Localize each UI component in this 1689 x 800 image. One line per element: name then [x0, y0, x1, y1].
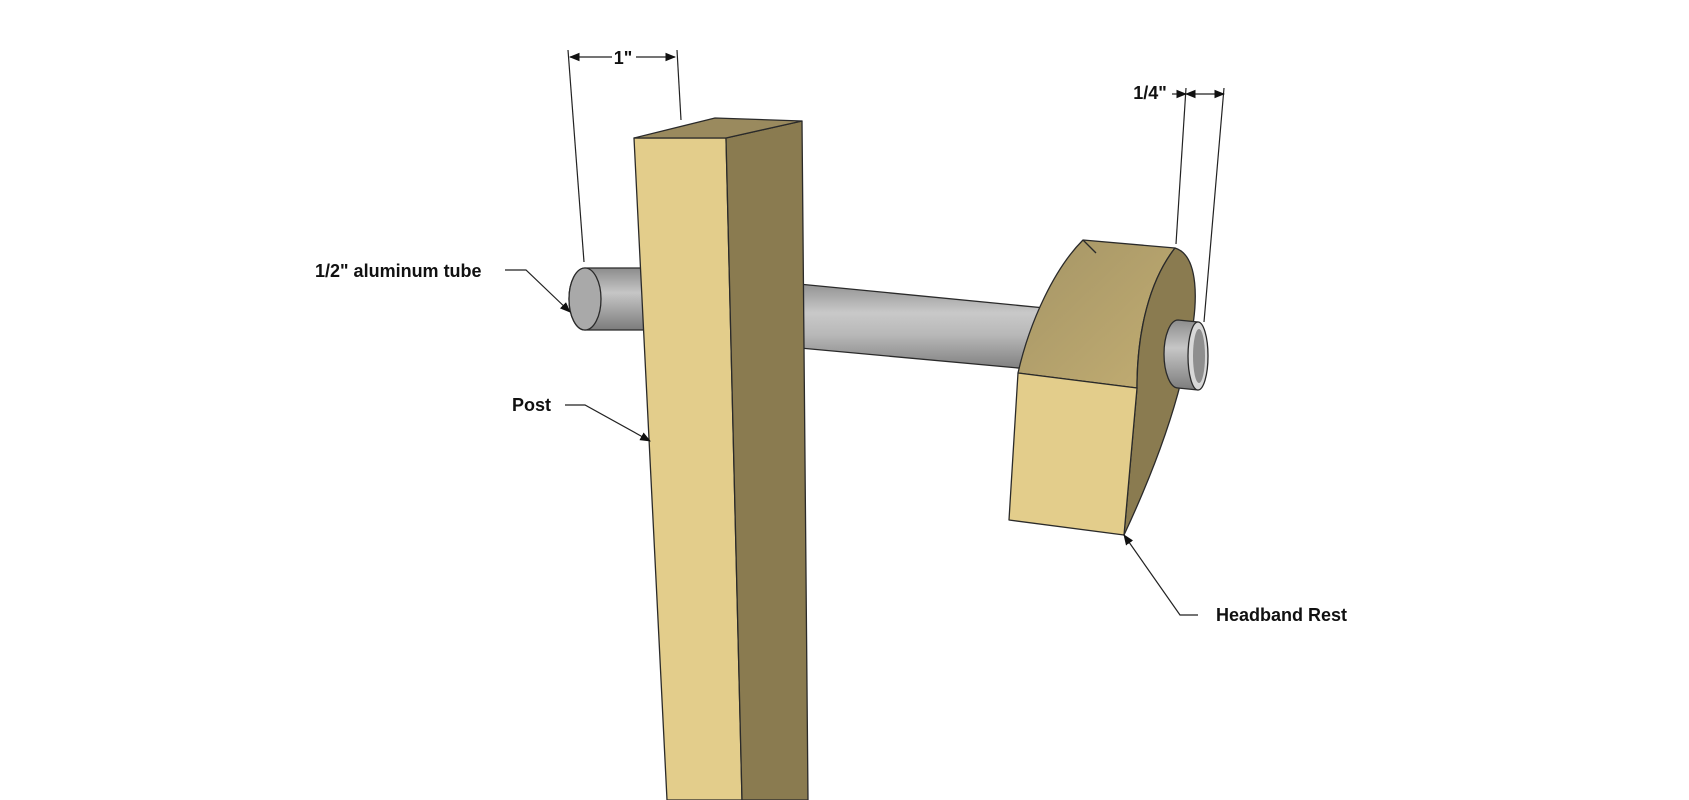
headband-rest-label: Headband Rest	[1216, 605, 1347, 625]
post-top-face	[633, 117, 803, 139]
callout-tube: 1/2" aluminum tube	[315, 261, 571, 313]
headband-rest	[1008, 239, 1196, 536]
tube-label: 1/2" aluminum tube	[315, 261, 482, 281]
callout-headband-rest: Headband Rest	[1123, 534, 1347, 625]
dimension-tube-past-rest-label: 1/4"	[1133, 83, 1167, 103]
headband-rest-front-face	[1008, 372, 1138, 536]
post-front-face	[633, 137, 743, 800]
tube-right-end	[1163, 319, 1209, 391]
dimension-tube-overhang: 1"	[567, 48, 682, 263]
dimension-tube-past-rest: 1/4"	[1133, 83, 1226, 323]
callout-post: Post	[512, 395, 651, 442]
post	[633, 117, 809, 800]
post-label: Post	[512, 395, 551, 415]
tube-left-segment	[568, 267, 651, 331]
dimension-tube-overhang-label: 1"	[614, 48, 633, 68]
